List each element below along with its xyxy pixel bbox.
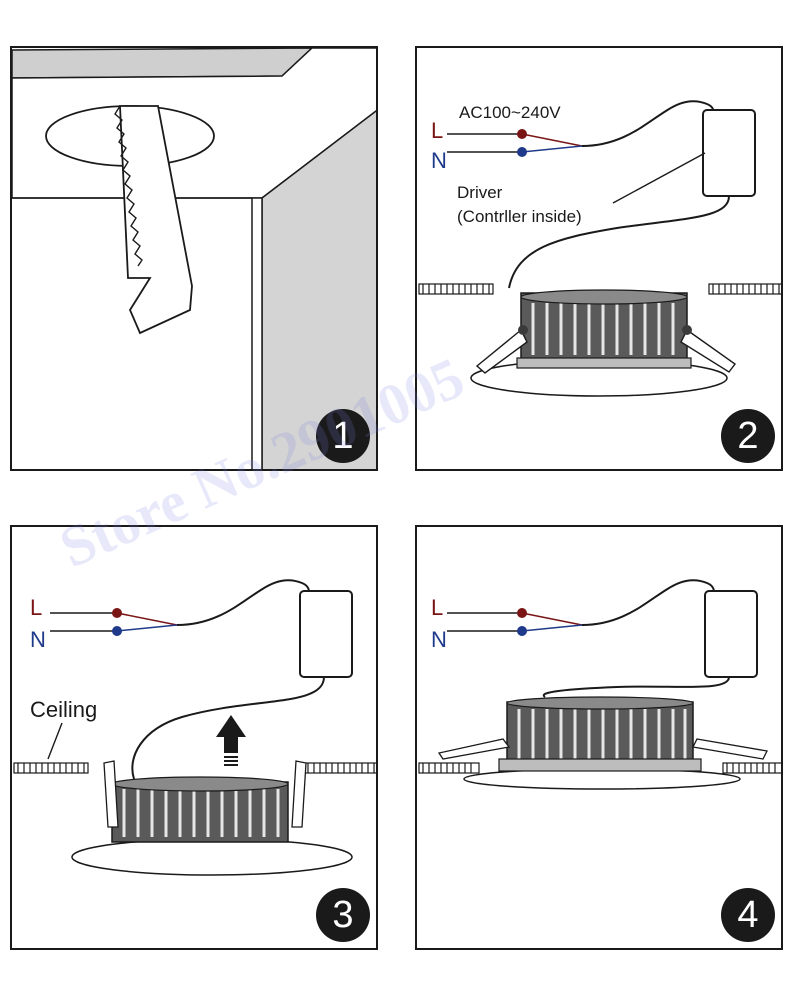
downlight-fixture xyxy=(71,760,353,876)
saw-icon xyxy=(114,105,193,335)
neutral-wire-label: N xyxy=(30,627,46,652)
push-up-arrow-icon xyxy=(216,715,246,766)
cut-hole-illustration xyxy=(12,48,376,469)
step-4-panel: L N 4 xyxy=(415,525,783,950)
step-2-panel: L N AC100~240V Driver (Contrller inside)… xyxy=(415,46,783,471)
driver-box xyxy=(704,590,758,678)
neutral-terminal-dot xyxy=(112,626,122,636)
downlight-fixture xyxy=(470,289,736,397)
driver-box xyxy=(702,109,756,197)
driver-sublabel: (Contrller inside) xyxy=(457,207,582,226)
driver-label: Driver xyxy=(457,183,503,202)
line-wire-label: L xyxy=(30,595,43,620)
step-1-panel: 1 xyxy=(10,46,378,471)
step-number-badge: 2 xyxy=(721,409,775,463)
neutral-wire-label: N xyxy=(431,627,447,652)
line-terminal-dot xyxy=(517,129,527,139)
wiring-illustration xyxy=(418,100,781,397)
step-3-panel: L N Ceiling 3 xyxy=(10,525,378,950)
step-number-badge: 4 xyxy=(721,888,775,942)
downlight-fixture xyxy=(437,696,768,790)
installed-illustration xyxy=(418,579,781,790)
neutral-terminal-dot xyxy=(517,147,527,157)
step-number-badge: 3 xyxy=(316,888,370,942)
line-terminal-dot xyxy=(112,608,122,618)
neutral-terminal-dot xyxy=(517,626,527,636)
line-wire-label: L xyxy=(431,595,444,620)
line-terminal-dot xyxy=(517,608,527,618)
insert-illustration xyxy=(13,579,376,876)
line-wire-label: L xyxy=(431,118,444,143)
driver-box xyxy=(299,590,353,678)
step-number-badge: 1 xyxy=(316,409,370,463)
neutral-wire-label: N xyxy=(431,148,447,173)
voltage-label: AC100~240V xyxy=(459,103,561,122)
ceiling-label: Ceiling xyxy=(30,697,98,722)
